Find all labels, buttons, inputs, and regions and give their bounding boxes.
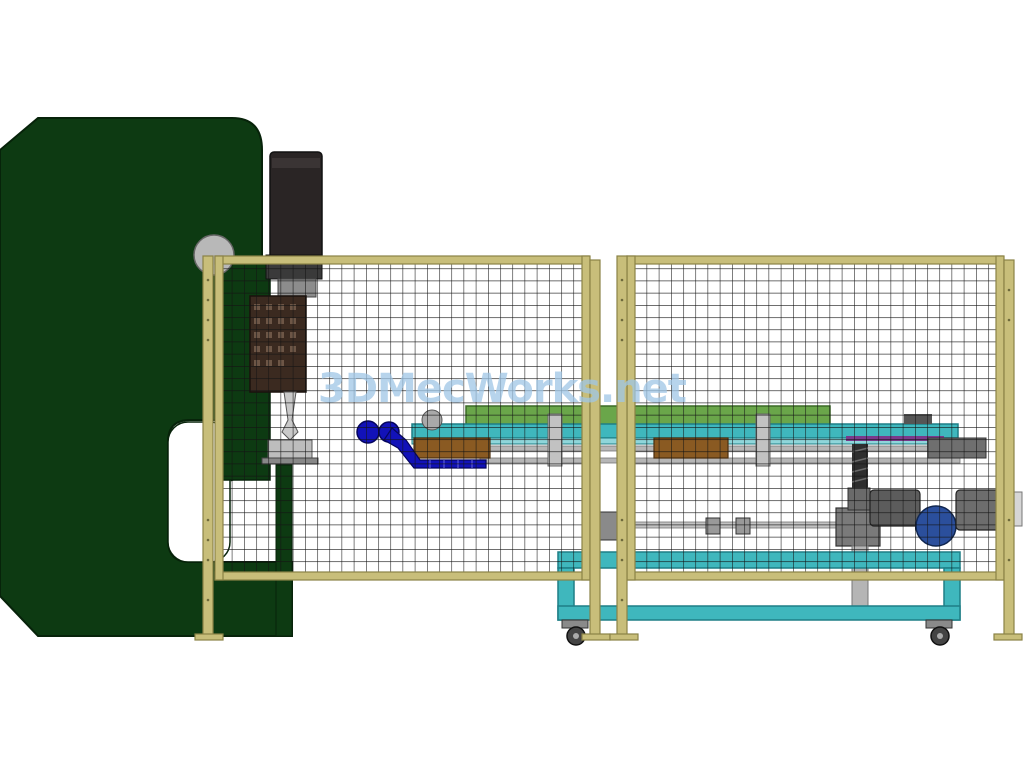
fence-left-panel <box>214 255 591 581</box>
fence-post-1 <box>202 255 214 637</box>
caster-right <box>925 619 953 646</box>
fence-post-4 <box>1003 259 1015 637</box>
fence-post-2 <box>589 259 601 637</box>
watermark-text: 3DMecWorks.net <box>318 366 687 412</box>
fence-mesh-left <box>218 262 586 574</box>
post-holes <box>206 278 1011 602</box>
fence-post-3 <box>616 255 628 637</box>
fence-mesh-right <box>630 262 1000 574</box>
fence-posts <box>194 255 1023 641</box>
caster-left <box>561 619 589 646</box>
table-bottom-rail <box>557 605 961 621</box>
